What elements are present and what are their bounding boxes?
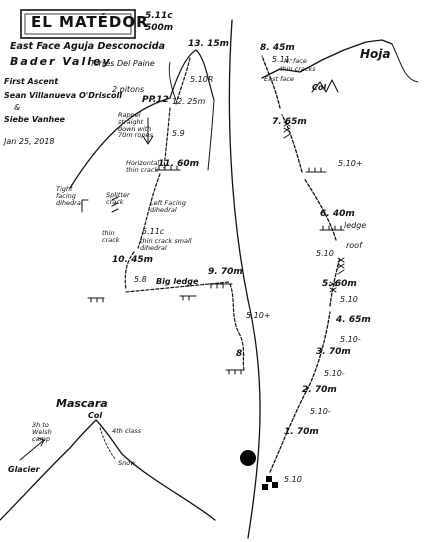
pitch-6-label: 6. 40m — [320, 209, 355, 219]
route-pitch-9 — [229, 283, 245, 371]
thin-crack-note: thin crack — [102, 229, 120, 244]
glacier-label: Glacier — [8, 465, 40, 474]
park-name: Torres Del Paine — [90, 59, 155, 68]
pitch-9-grade: 5.10+ — [246, 311, 271, 320]
thin-cracks-label: thin cracks — [280, 65, 316, 73]
splitter-note: Splitter crack — [106, 191, 130, 206]
route-pitches-1-4 — [269, 311, 331, 473]
pitch-2-label: 2. 70m — [302, 385, 337, 395]
col-bottom-label: Col — [88, 411, 103, 420]
ledge-grade-58: 5.8 — [134, 275, 147, 284]
pitch-13-grade: 5.10R — [190, 75, 214, 84]
pitch-12-label: 12. 25m — [172, 97, 206, 106]
mascara-ridge — [0, 419, 216, 521]
col-top-label: Col — [312, 83, 327, 92]
pitch-6-grade: 5.10 — [316, 249, 334, 258]
fourth-class-label: 4th class — [112, 427, 142, 435]
pitch-5-label: 5. 60m — [322, 279, 357, 289]
pitch-4-grade: 5.10- — [340, 335, 361, 344]
ledge-label: ledge — [344, 221, 367, 230]
pitch-1-label: 1. 70m — [284, 427, 319, 437]
pitch-4-label: 4. 65m — [336, 315, 371, 325]
hoja-col-zigzag — [311, 79, 339, 93]
pitch-2-grade: 5.10- — [310, 407, 331, 416]
rappel-arrow-head — [142, 135, 154, 145]
hoja-ridge-line — [261, 39, 393, 79]
pitch-3-grade: 5.10- — [324, 369, 345, 378]
pitch-5-grade: 5.10 — [340, 295, 358, 304]
horizontal-crack-note: Horizontal thin crack — [126, 159, 160, 174]
route-pitch-8 — [261, 55, 281, 109]
pitch-11-grade: 5.9 — [172, 129, 185, 138]
welsh-camp-label: 3h to Welsh camp — [32, 421, 52, 443]
hoja-ridge-right — [391, 43, 419, 83]
pitch-8-label: 8. 45m — [260, 43, 295, 53]
route-pitch-13 — [175, 57, 191, 105]
page-title: EL MATÉDOR — [31, 13, 149, 31]
pitch-13-label: 13. 15m — [188, 39, 229, 49]
summit-inner — [168, 61, 177, 101]
climber-1: Sean Villanueva O'Driscoll — [4, 91, 123, 100]
snow-label: Snow — [118, 459, 136, 467]
east-face-label: East face — [264, 75, 294, 83]
ascent-date: Jan 25, 2018 — [4, 137, 55, 146]
roof-label: roof — [346, 241, 362, 250]
tight-dihedral-note: Tight facing dihedral — [56, 185, 83, 207]
welsh-camp-arrow — [19, 439, 45, 461]
pitch-10-grade: 5.11c — [142, 227, 165, 236]
pitch-9-label: 9. 70m — [208, 267, 243, 277]
pitch-8-alt-label: 8. — [236, 349, 246, 359]
pitch-7-label: 7. 65m — [272, 117, 307, 127]
route-pitch-10 — [124, 251, 135, 291]
route-grade: 5.11c — [145, 11, 173, 21]
valley-name: Bader Valley — [10, 55, 112, 68]
pitch-1-grade: 5.10 — [284, 475, 302, 484]
pitch-3-label: 3. 70m — [316, 347, 351, 357]
pitch-8-grade: 5.11- — [272, 55, 293, 64]
crack-marks — [111, 121, 345, 293]
climber-and: & — [14, 103, 21, 112]
col-descent — [99, 427, 117, 461]
pp-label: PP.12 — [142, 95, 169, 105]
subtitle: East Face Aguja Desconocida — [10, 41, 166, 52]
pitch-11-label: 11. 60m — [158, 159, 199, 169]
route-pitch-11 — [137, 173, 161, 249]
rappel-note: Rappel straight down with 70m ropes — [118, 111, 153, 140]
first-ascent-label: First Ascent — [4, 77, 59, 86]
thin-small-dihedral-note: thin crack small dihedral — [140, 237, 192, 252]
route-length: 500m — [145, 23, 174, 33]
pitch-7-grade: 5.10+ — [338, 159, 363, 168]
climber-2: Siebe Vanhee — [4, 115, 66, 124]
big-ledge-label: Big ledge — [156, 277, 199, 286]
start-spiral — [240, 450, 256, 466]
title-box — [20, 9, 136, 39]
route-pitch-12-11 — [163, 107, 171, 169]
pitch-10-label: 10. 45m — [112, 255, 153, 265]
mascara-label: Mascara — [56, 397, 108, 410]
gully-line — [228, 19, 261, 539]
route-pitch-6 — [303, 177, 337, 241]
n-face-label: N. face — [284, 57, 307, 65]
route-pitch-7 — [281, 114, 303, 173]
belay-ledges — [81, 165, 345, 375]
summit-tower-left — [69, 49, 215, 189]
hoja-label: Hoja — [360, 47, 391, 61]
start-boulders — [262, 476, 278, 490]
title-box-inner — [24, 13, 132, 35]
summit-tower-right — [207, 99, 215, 171]
welsh-camp-arrowhead — [37, 437, 45, 447]
left-dihedral-note: Left Facing dihedral — [150, 199, 186, 214]
two-pitons-note: 2 pitons — [112, 85, 145, 94]
